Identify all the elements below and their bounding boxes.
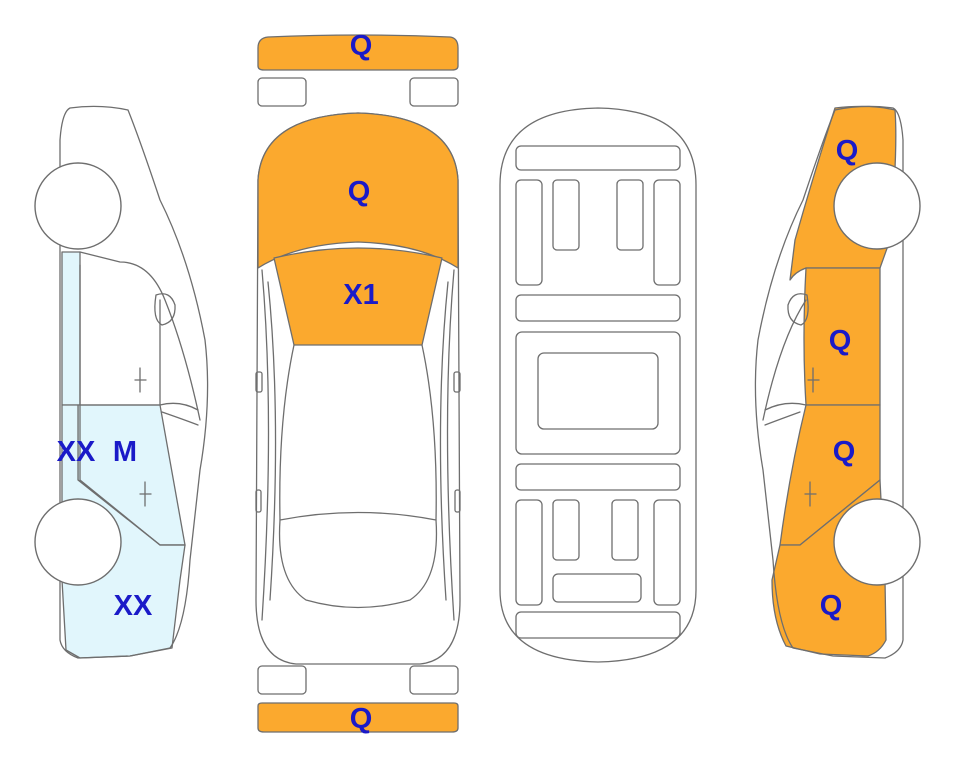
label-left-rear-door: XX	[57, 436, 96, 468]
left-windshield-line	[161, 411, 199, 426]
left-body-outline	[59, 105, 209, 659]
top-left-mirror	[255, 371, 263, 393]
underbody-panel-2	[515, 179, 543, 286]
underbody-panel-10	[515, 499, 543, 606]
top-cabin-right	[421, 344, 437, 521]
right-roof-line	[762, 299, 807, 421]
underbody-panel-9	[515, 463, 681, 491]
right-mirror	[787, 293, 809, 326]
underbody-panel-4	[616, 179, 644, 251]
underbody-panel-12	[611, 499, 639, 561]
hood-panel[interactable]	[257, 112, 459, 269]
top-roof-rear	[278, 511, 438, 609]
underbody-panel-3	[552, 179, 580, 251]
underbody-panel-1	[515, 145, 681, 171]
label-windshield: X1	[343, 279, 378, 311]
top-right-mirror	[453, 371, 461, 393]
top-right-edge	[446, 269, 455, 621]
label-front-bumper: Q	[350, 30, 373, 62]
left-roof-line	[79, 251, 201, 421]
right-side-view	[754, 105, 921, 659]
damage-labels: Q Q X1 Q XX M XX Q Q Q Q	[57, 30, 859, 735]
label-right-rear-quarter: Q	[836, 135, 859, 167]
top-cabin-left	[279, 344, 295, 521]
underbody-panel-13	[653, 499, 681, 606]
underbody-panel-6	[515, 294, 681, 322]
right-body-outline	[754, 105, 904, 659]
front-bumper-panel[interactable]	[257, 34, 459, 71]
rear-left-light	[257, 665, 307, 695]
label-hood: Q	[348, 176, 371, 208]
top-right-pillar	[439, 281, 449, 601]
label-rear-bumper: Q	[350, 703, 373, 735]
label-left-front-fender: XX	[114, 590, 153, 622]
label-left-front-door: M	[113, 436, 137, 468]
left-handle-front	[139, 481, 152, 507]
rear-right-light	[409, 665, 459, 695]
top-view	[255, 34, 461, 733]
underbody-outline	[499, 107, 697, 663]
right-handle-front	[804, 481, 817, 507]
left-front-wheel	[34, 498, 122, 586]
underbody-panel-7	[515, 331, 681, 455]
underbody-panel-14	[552, 573, 642, 603]
label-right-front-door: Q	[833, 436, 856, 468]
underbody-panel-11	[552, 499, 580, 561]
left-window-line	[79, 264, 199, 411]
left-door-line	[79, 404, 186, 546]
left-rear-wheel	[34, 162, 122, 250]
front-right-light	[409, 77, 459, 107]
front-left-light	[257, 77, 307, 107]
right-handle-rear	[807, 367, 820, 393]
rear-bumper-panel[interactable]	[257, 702, 459, 733]
right-rear-wheel	[833, 162, 921, 250]
left-front-fender-panel[interactable]	[61, 404, 186, 659]
label-right-rear-door: Q	[829, 325, 852, 357]
right-window-line	[764, 402, 807, 411]
left-mirror	[154, 293, 176, 326]
top-left-pillar	[267, 281, 277, 601]
left-side-view	[34, 105, 209, 659]
underbody-panel-5	[653, 179, 681, 286]
left-handle-rear	[134, 367, 147, 393]
right-windshield-line	[764, 411, 801, 426]
underbody-view	[499, 107, 697, 663]
top-right-handle	[454, 489, 461, 513]
top-left-edge	[261, 269, 270, 621]
label-right-front-fender: Q	[820, 590, 843, 622]
underbody-panel-8	[537, 352, 659, 430]
left-rear-door-panel[interactable]	[61, 251, 81, 406]
top-left-handle	[255, 489, 262, 513]
windshield-panel[interactable]	[273, 247, 443, 346]
right-front-wheel	[833, 498, 921, 586]
underbody-panel-15	[515, 611, 681, 639]
